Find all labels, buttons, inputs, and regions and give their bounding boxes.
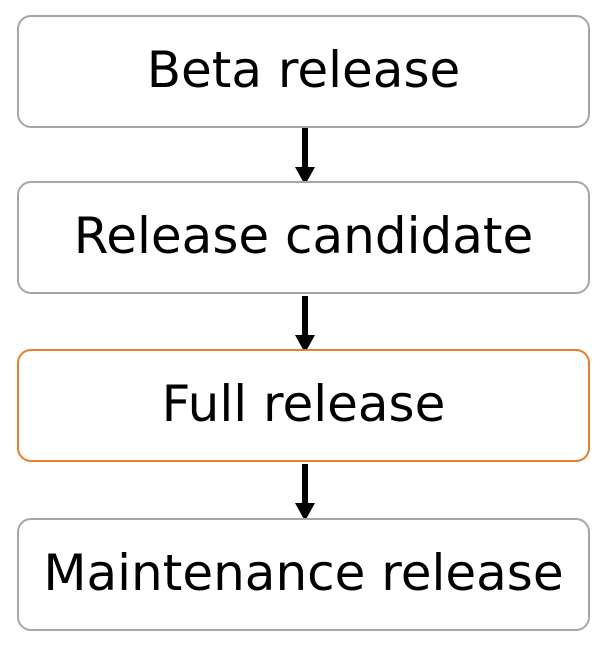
flow-node-release-candidate[interactable]: Release candidate (17, 181, 590, 294)
flow-node-maintenance-release[interactable]: Maintenance release (17, 518, 590, 631)
arrow-down-icon-rc-to-full (294, 296, 316, 354)
flow-node-beta-release[interactable]: Beta release (17, 15, 590, 128)
flow-node-label: Release candidate (73, 207, 534, 266)
flow-node-label: Maintenance release (43, 544, 564, 603)
flow-node-full-release[interactable]: Full release (17, 349, 590, 462)
arrow-down-icon-full-to-maintenance (294, 464, 316, 522)
flow-node-label: Beta release (146, 41, 461, 100)
arrow-down-icon-beta-to-rc (294, 128, 316, 186)
flow-node-label: Full release (161, 375, 446, 434)
